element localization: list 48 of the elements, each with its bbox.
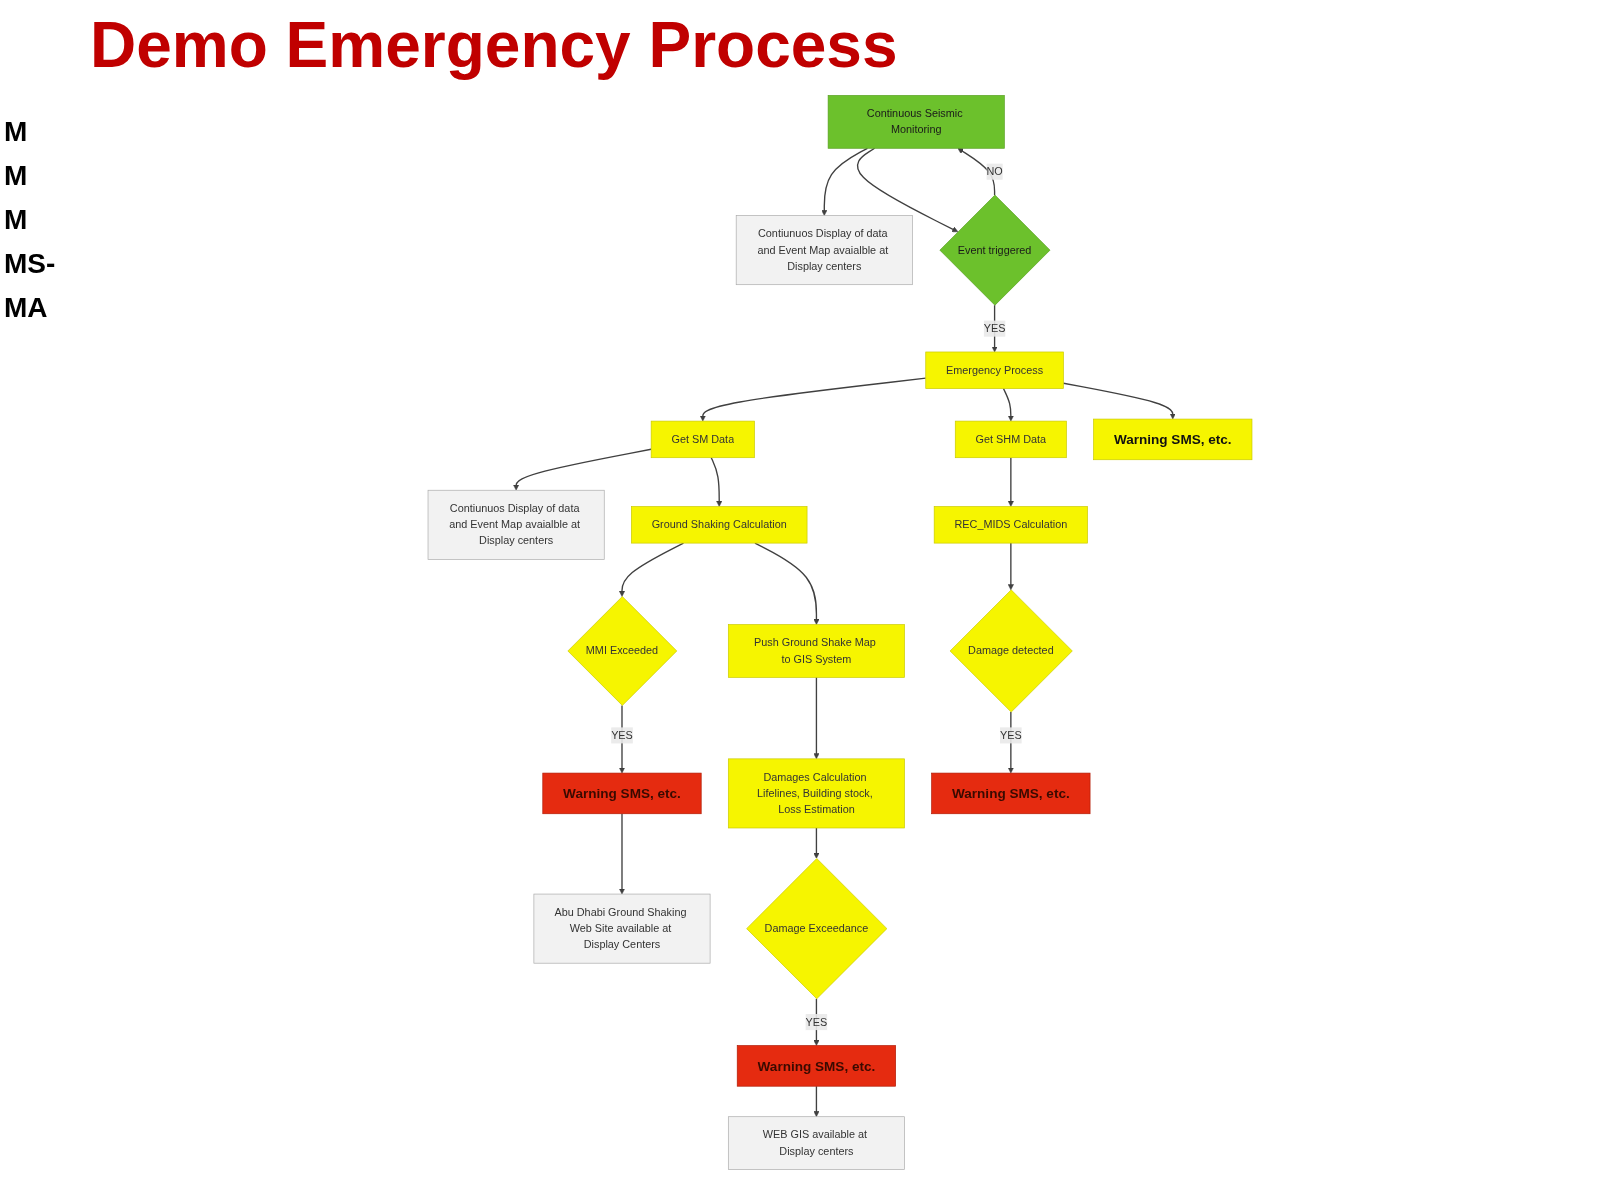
node-box: Contiunuos Display of data and Event Map avaialble at Display centers [427,489,605,560]
arrow [1007,542,1014,591]
node-box: REC_MIDS Calculation [933,506,1088,544]
arrow [813,676,820,760]
node-diamond: Damage Exceedance [746,858,888,1000]
edge-label: YES [611,729,633,741]
arrow [1062,382,1176,420]
arrow [957,148,996,196]
arrow [856,147,959,233]
arrow [821,147,869,216]
edge-label: YES [805,1016,828,1028]
arrow [1007,711,1014,774]
arrow [813,1085,820,1117]
node-diamond: Event triggered [939,194,1051,306]
arrow [1007,457,1014,507]
arrow [710,457,723,507]
edge-label: YES [983,322,1006,335]
arrow [1002,387,1014,422]
node-box: Push Ground Shake Map to GIS System [727,624,905,678]
side-label: M [4,203,29,237]
node-box: Emergency Process [925,351,1064,389]
node-box: WEB GIS available at Display centers [727,1116,905,1170]
node-box: Warning SMS, etc. [1093,418,1253,461]
node-diamond: MMI Exceeded [567,596,678,706]
node-box: Damages Calculation Lifelines, Building stock, Loss Estimation [727,758,905,829]
side-label: M [4,115,29,149]
arrow [754,542,820,625]
node-box: Warning SMS, etc. [542,772,702,815]
node-box: Contiunuos Display of data and Event Map avaialble at Display centers [735,215,913,286]
arrow [619,704,625,774]
side-label: M [4,159,29,193]
node-box: Get SM Data [650,420,755,459]
side-label: MA [4,291,49,325]
arrow [813,827,820,859]
node-diamond: Damage detected [949,589,1073,713]
node-box: Ground Shaking Calculation [631,506,808,544]
side-label: MS- [4,247,57,281]
node-box: Get SHM Data [954,420,1067,459]
arrow [699,377,927,422]
node-box: Continuous Seismic Monitoring [827,95,1005,149]
edge-label: YES [1000,729,1022,741]
diagram-title: Demo Emergency Process [90,8,898,82]
node-box: Warning SMS, etc. [931,772,1091,815]
arrow [513,448,652,491]
node-box: Warning SMS, etc. [736,1045,896,1087]
arrow [619,813,625,895]
node-box: Abu Dhabi Ground Shaking Web Site available at Display Centers [533,893,711,964]
edge-label: NO [986,165,1003,178]
